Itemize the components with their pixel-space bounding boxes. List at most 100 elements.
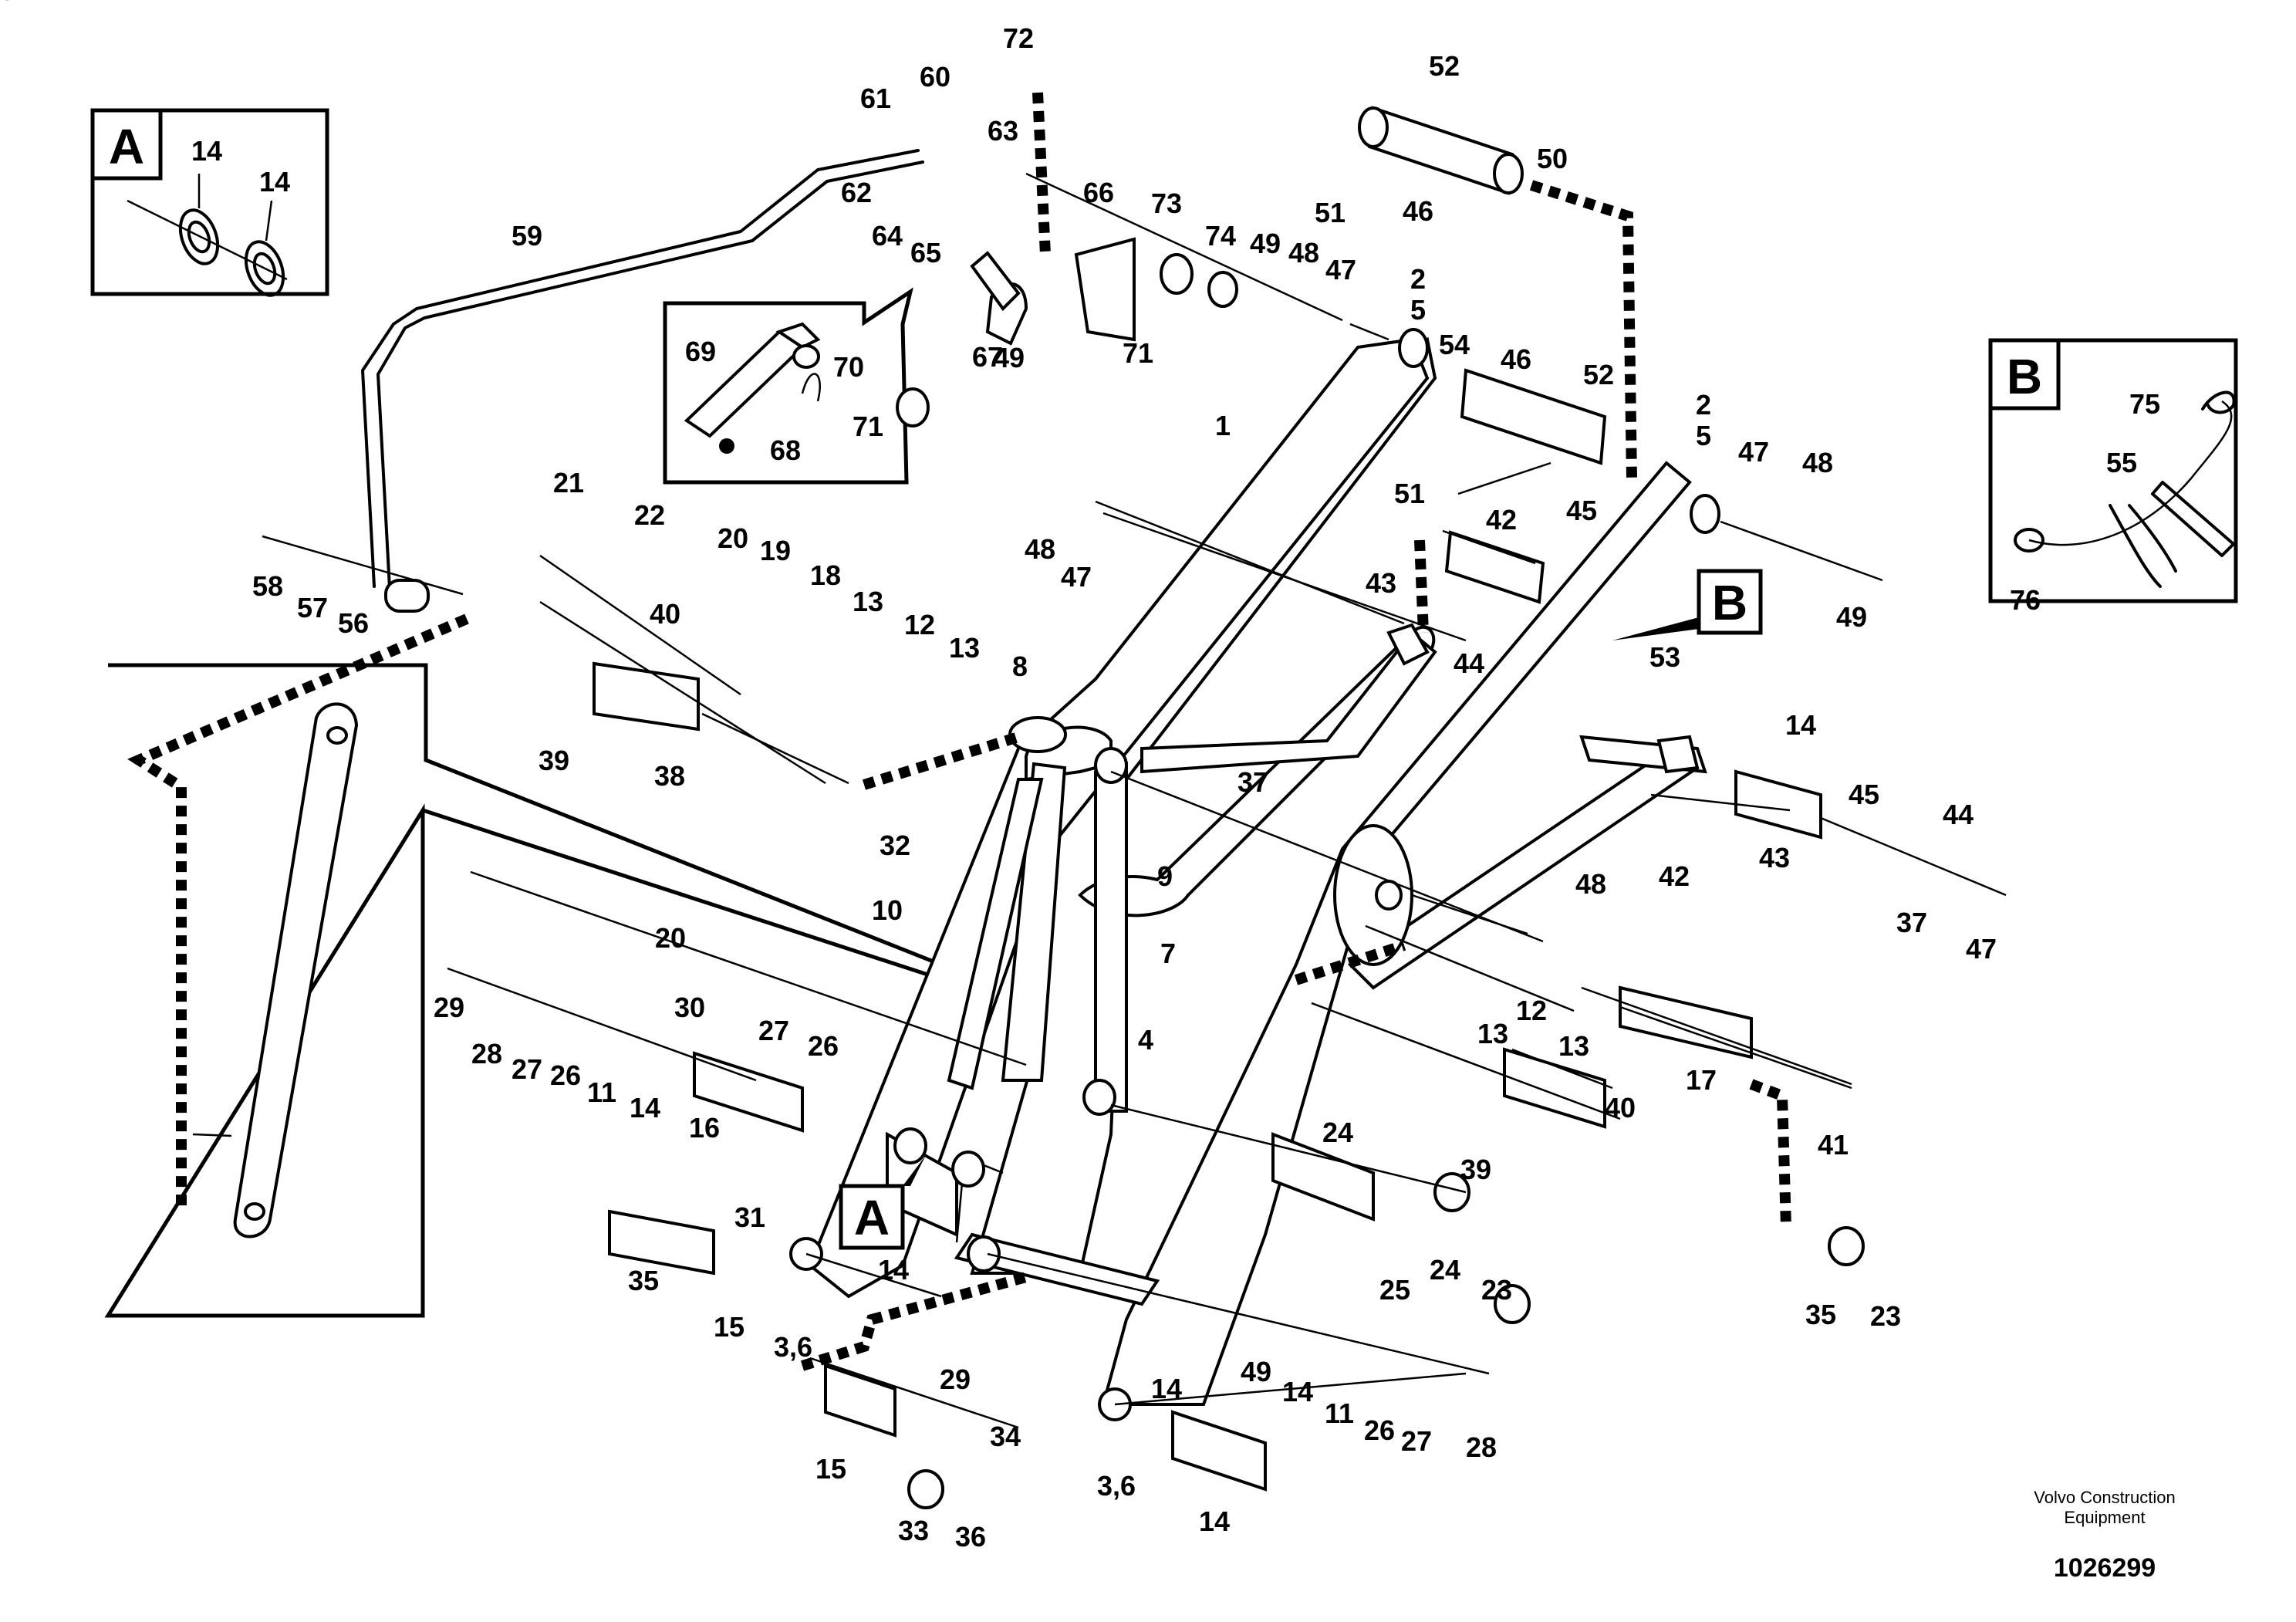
part-label: 35 — [1805, 1299, 1836, 1330]
part-label: 53 — [1649, 641, 1680, 673]
part-label: 50 — [1537, 143, 1568, 174]
part-label: 15 — [714, 1311, 745, 1343]
callout-a-letter: A — [854, 1190, 890, 1245]
part-label: 46 — [1501, 343, 1531, 375]
part-label: 20 — [655, 922, 686, 954]
part-label: 24 — [1322, 1117, 1353, 1148]
detail-view-a-letter: A — [109, 119, 144, 174]
inset-label-70: 70 — [833, 351, 864, 383]
part-label: 74 — [1205, 220, 1236, 252]
part-label: 36 — [955, 1521, 986, 1553]
detail-a-label-1: 14 — [191, 135, 222, 167]
inset-locking-pin: 69 70 71 68 — [663, 287, 913, 485]
part-label: 30 — [674, 992, 705, 1023]
loose-parts — [361, 106, 1865, 1509]
part-label: 18 — [810, 559, 841, 591]
drawing-number: 1026299 — [2053, 1553, 2156, 1583]
part-label: 29 — [434, 992, 464, 1023]
part-label: 21 — [553, 467, 584, 498]
part-label: 13 — [949, 632, 980, 664]
part-label: 33 — [898, 1515, 929, 1546]
part-label: 72 — [1003, 22, 1034, 54]
part-label: 49 — [1241, 1356, 1271, 1387]
part-label: 52 — [1583, 359, 1614, 390]
part-label: 27 — [1401, 1425, 1432, 1457]
part-label: 28 — [471, 1038, 502, 1070]
part-label: 19 — [760, 535, 791, 566]
part-label: 38 — [654, 760, 685, 792]
part-label: 14 — [1785, 709, 1816, 741]
part-label: 35 — [0, 0, 15, 6]
part-label: 71 — [1123, 337, 1153, 369]
part-label: 32 — [880, 830, 910, 861]
detail-a-label-2: 14 — [259, 166, 290, 198]
part-label: 56 — [338, 607, 369, 639]
part-label: 43 — [1759, 842, 1790, 874]
part-label: 17 — [1686, 1064, 1717, 1096]
part-label: 5 — [1696, 420, 1711, 451]
part-label: 25 — [1379, 1274, 1410, 1306]
part-label: 10 — [872, 894, 903, 926]
part-label: 43 — [1366, 567, 1396, 599]
detail-view-b: B 75 55 76 — [1988, 338, 2238, 616]
part-label: 42 — [1486, 504, 1517, 536]
part-label: 3,6 — [774, 1331, 812, 1363]
part-label: 14 — [630, 1092, 660, 1124]
part-label: 48 — [1575, 868, 1606, 900]
part-label: 13 — [1477, 1018, 1508, 1049]
part-label: 47 — [1061, 561, 1092, 593]
part-label: 27 — [512, 1053, 542, 1085]
detail-b-label-1: 75 — [2129, 388, 2160, 420]
part-label: 57 — [297, 592, 328, 623]
part-label: 47 — [1738, 436, 1769, 468]
detail-b-label-2: 55 — [2106, 447, 2137, 478]
part-label: 28 — [1466, 1431, 1497, 1463]
part-label: 58 — [252, 570, 283, 602]
part-label: 14 — [878, 1254, 909, 1286]
part-label: 48 — [1025, 533, 1055, 565]
part-label: 8 — [1012, 650, 1028, 682]
part-label: 45 — [1566, 495, 1597, 526]
part-label: 2 — [1410, 263, 1426, 295]
part-label: 11 — [587, 1076, 616, 1108]
part-label: 61 — [860, 83, 891, 114]
part-label: 49 — [994, 342, 1025, 373]
part-label: 46 — [1403, 195, 1433, 227]
part-label: 2 — [1696, 389, 1711, 421]
part-label: 47 — [1966, 933, 1997, 965]
part-label: 44 — [1454, 647, 1484, 679]
part-label: 47 — [1325, 254, 1356, 286]
part-label: 51 — [1315, 197, 1346, 228]
part-label: 3,6 — [1097, 1470, 1136, 1502]
part-label: 49 — [1250, 228, 1281, 259]
part-label: 23 — [1481, 1274, 1512, 1306]
part-label: 41 — [1818, 1129, 1849, 1161]
part-label: 12 — [904, 609, 935, 640]
assembly-lines — [262, 172, 2007, 1429]
dashed-leaders — [127, 92, 1791, 1371]
part-label: 60 — [920, 61, 950, 93]
part-label: 11 — [1325, 1397, 1354, 1429]
part-label: 44 — [1943, 799, 1974, 830]
part-label: 14 — [1199, 1505, 1230, 1537]
part-label: 31 — [734, 1201, 765, 1233]
part-label: 9 — [1157, 860, 1173, 892]
part-label: 48 — [1802, 447, 1833, 478]
part-label: 37 — [1237, 766, 1268, 798]
part-label: 39 — [1460, 1154, 1491, 1185]
detail-view-b-letter: B — [2007, 349, 2042, 404]
part-label: 22 — [634, 499, 665, 531]
part-label: 29 — [940, 1363, 971, 1395]
part-label: 24 — [1430, 1254, 1460, 1286]
part-label: 67 — [972, 341, 1003, 373]
part-label: 13 — [853, 586, 883, 617]
part-label: 45 — [1849, 779, 1879, 810]
part-label: 20 — [718, 522, 748, 554]
part-label: 26 — [550, 1059, 581, 1091]
part-label: 59 — [512, 220, 542, 252]
part-label: 52 — [1429, 50, 1460, 82]
callout-a: A — [839, 1155, 926, 1250]
part-label: 1 — [1215, 410, 1231, 441]
